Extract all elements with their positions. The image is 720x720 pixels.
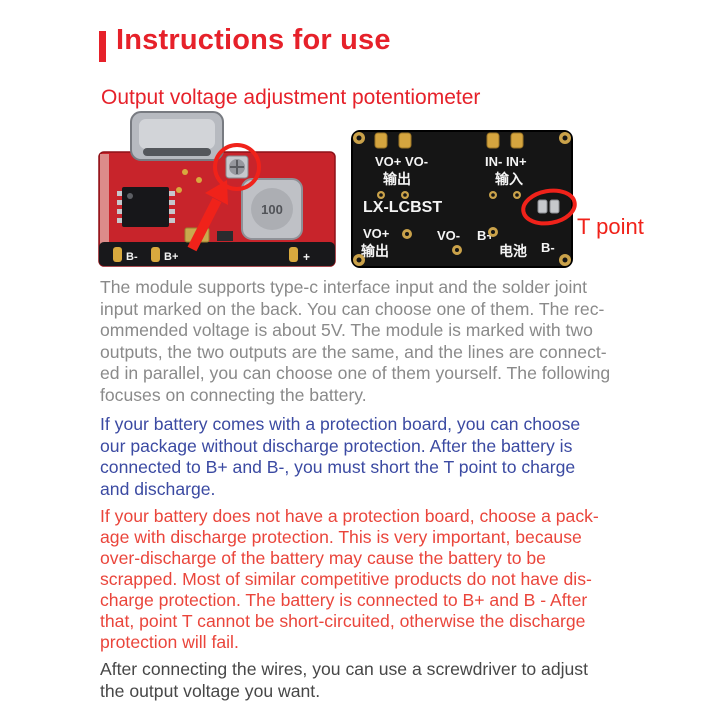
text-line: that, point T cannot be short-circuited,… <box>100 611 586 631</box>
title-accent-bar <box>99 31 106 62</box>
page-title: Instructions for use <box>116 24 391 56</box>
text-line: After connecting the wires, you can use … <box>100 659 588 679</box>
pcb-edge-highlight <box>100 154 109 264</box>
paragraph-with-protection-board: If your battery comes with a protection … <box>100 414 632 500</box>
via <box>176 187 182 193</box>
text-line: input marked on the back. You can choose… <box>100 298 605 319</box>
label-b-minus-bottom: B- <box>541 240 555 255</box>
via <box>182 169 188 175</box>
label-output-cn-bottom: 输出 <box>361 243 389 259</box>
text-line: outputs, the two outputs are the same, a… <box>100 341 607 362</box>
subtitle-potentiometer: Output voltage adjustment potentiometer <box>101 86 481 109</box>
text-line: scrapped. Most of similar competitive pr… <box>100 569 592 589</box>
text-line: The module supports type-c interface inp… <box>100 277 588 297</box>
pad-plus-label: + <box>303 250 310 264</box>
paragraph-without-protection-board: If your battery does not have a protecti… <box>100 506 632 653</box>
paragraph-module-input-info: The module supports type-c interface inp… <box>100 277 632 407</box>
text-line: over-discharge of the battery may cause … <box>100 548 546 568</box>
text-line: protection will fail. <box>100 632 239 652</box>
back-board-photo: VO+ VO- 输出 IN- IN+ 输入 LX-LCBST VO+ 输出 VO… <box>349 128 577 270</box>
label-model: LX-LCBST <box>363 199 442 216</box>
inductor-label: 100 <box>261 202 283 217</box>
pad-b-plus <box>151 247 160 262</box>
label-vo-top: VO+ VO- <box>375 154 428 169</box>
back-board-graphic: VO+ VO- 输出 IN- IN+ 输入 LX-LCBST VO+ 输出 VO… <box>351 130 577 268</box>
pad-plus <box>289 247 298 262</box>
inductor: 100 <box>241 178 303 240</box>
text-line: the output voltage you want. <box>100 680 321 701</box>
text-line: charge protection. The battery is connec… <box>100 590 588 610</box>
t-point-highlight-ellipse <box>521 188 577 226</box>
diode <box>217 231 233 241</box>
label-vo-minus-bottom: VO- <box>437 228 460 243</box>
top-solder-pads <box>374 132 524 149</box>
front-board-photo: B- B+ + <box>93 110 341 272</box>
label-input-cn-top: 输入 <box>495 171 523 187</box>
text-line: If your battery comes with a protection … <box>100 414 581 434</box>
via <box>196 177 202 183</box>
t-point-component <box>537 199 560 214</box>
text-line: If your battery does not have a protecti… <box>100 506 599 526</box>
bottom-vias <box>402 227 498 255</box>
front-board-graphic: B- B+ + <box>98 111 336 267</box>
text-line: ommended voltage is about 5V. The module… <box>100 320 593 341</box>
text-line: age with discharge protection. This is v… <box>100 527 582 547</box>
label-battery-cn: 电池 <box>499 243 527 259</box>
potentiometer <box>225 155 249 179</box>
paragraph-adjust-voltage: After connecting the wires, you can use … <box>100 659 632 702</box>
pad-b-plus-label: B+ <box>164 251 178 263</box>
text-line: focuses on connecting the battery. <box>100 384 367 405</box>
usb-c-connector <box>130 111 224 161</box>
text-line: and discharge. <box>100 478 216 499</box>
label-vo-plus-bottom: VO+ <box>363 226 390 241</box>
pointer-arrow-icon <box>187 180 228 252</box>
pad-b-minus-label: B- <box>126 251 138 263</box>
label-output-cn-top: 输出 <box>383 171 411 187</box>
t-point-label: T point <box>577 214 644 239</box>
text-line: our package without discharge protection… <box>100 435 573 456</box>
text-line: connected to B+ and B-, you must short t… <box>100 457 576 478</box>
label-in-top: IN- IN+ <box>485 154 527 169</box>
text-line: ed in parallel, you can choose one of th… <box>100 363 611 384</box>
corner-pads <box>353 132 571 266</box>
top-vias <box>377 191 521 199</box>
pot-highlight-circle <box>213 143 261 191</box>
ic-chip <box>117 187 175 227</box>
pad-b-minus <box>113 247 122 262</box>
